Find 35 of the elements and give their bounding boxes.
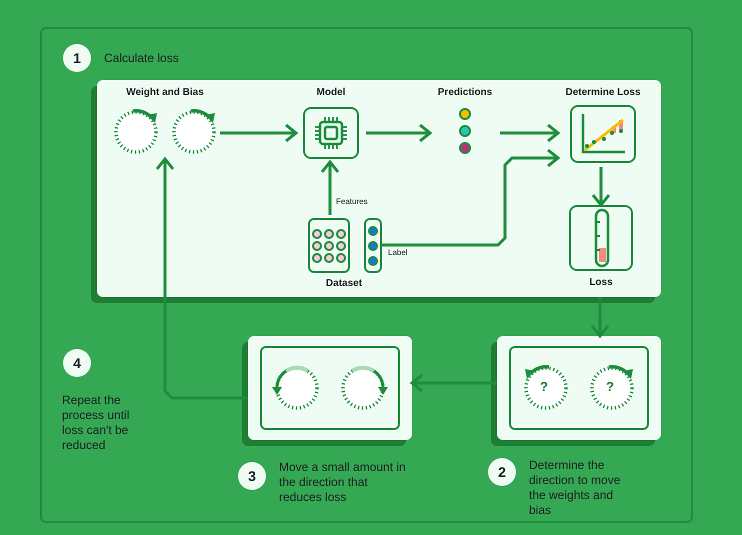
step-number: 2 (498, 464, 506, 480)
step-description: Determine the direction to move the weights and bias (529, 458, 622, 518)
section-heading: Dataset (326, 278, 362, 290)
section-heading: Determine Loss (565, 87, 641, 99)
step-number-badge (238, 462, 266, 490)
step-card (497, 336, 661, 440)
arrow (590, 297, 610, 338)
arrow (592, 167, 610, 206)
question-mark: ? (606, 379, 614, 395)
arrow (382, 148, 560, 246)
step-description: Repeat the process until loss can't be reduced (62, 393, 130, 453)
arrow (220, 124, 298, 142)
edge-label: Label (387, 248, 409, 258)
step-number: 1 (73, 50, 81, 66)
step-number: 3 (248, 468, 256, 484)
edge-label: Features (335, 197, 369, 207)
question-mark: ? (540, 379, 548, 395)
arrow (366, 124, 432, 142)
section-heading: Predictions (438, 87, 492, 99)
section-heading: Weight and Bias (126, 87, 204, 99)
section-heading: Model (316, 87, 346, 99)
step-number-badge (63, 44, 91, 72)
step-card (248, 336, 412, 440)
arrow (156, 158, 248, 400)
panel-card (97, 80, 661, 297)
arrow (410, 374, 497, 392)
label-column-card (364, 218, 382, 273)
step-description: Calculate loss (104, 51, 180, 66)
step-number-badge (63, 349, 91, 377)
step-description: Move a small amount in the direction that reduces loss (279, 460, 407, 505)
section-heading: Loss (589, 277, 613, 289)
step-number-badge (488, 458, 516, 486)
arrow (500, 124, 560, 142)
step-number: 4 (73, 355, 81, 371)
arrow (320, 160, 340, 215)
